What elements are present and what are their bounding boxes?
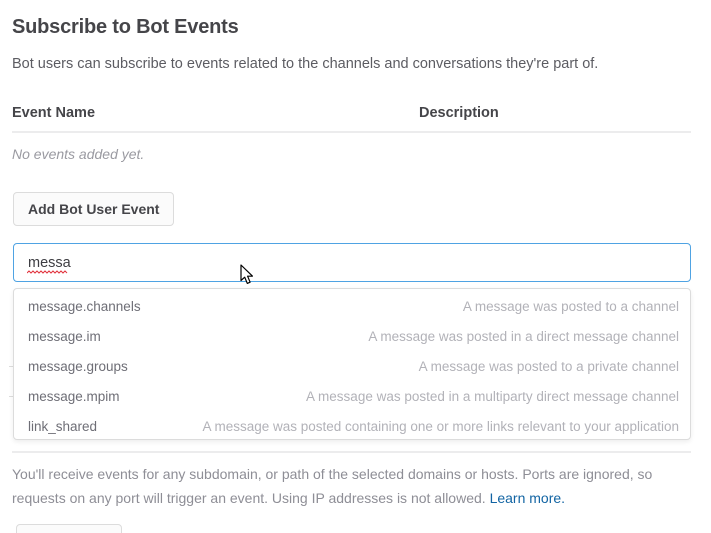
column-header-event-name: Event Name: [12, 105, 96, 121]
help-text-body: You'll receive events for any subdomain,…: [12, 466, 653, 506]
dropdown-item[interactable]: link_shared A message was posted contain…: [14, 411, 690, 439]
dropdown-item[interactable]: message.im A message was posted in a dir…: [14, 321, 690, 351]
page-title: Subscribe to Bot Events: [12, 16, 239, 38]
background-row-tick: [9, 396, 13, 397]
learn-more-link[interactable]: Learn more.: [489, 490, 566, 506]
dropdown-item-name: message.channels: [28, 298, 141, 314]
table-header-divider: [12, 131, 691, 133]
help-text: You'll receive events for any subdomain,…: [12, 462, 684, 510]
page-subtitle: Bot users can subscribe to events relate…: [12, 56, 599, 72]
dropdown-item[interactable]: message.mpim A message was posted in a m…: [14, 381, 690, 411]
dropdown-item[interactable]: message.groups A message was posted to a…: [14, 351, 690, 381]
section-divider: [12, 451, 691, 453]
empty-state-message: No events added yet.: [12, 146, 145, 162]
event-suggestions-dropdown[interactable]: message.channels A message was posted to…: [13, 288, 691, 440]
dropdown-item-name: message.mpim: [28, 388, 120, 404]
dropdown-item-description: A message was posted to a channel: [462, 298, 679, 314]
dropdown-item-name: message.groups: [28, 358, 128, 374]
event-search-field[interactable]: [13, 243, 691, 282]
dropdown-item-description: A message was posted in a direct message…: [368, 328, 679, 344]
search-input[interactable]: [13, 243, 691, 282]
dropdown-item[interactable]: message.channels A message was posted to…: [14, 291, 690, 321]
dropdown-item-description: A message was posted to a private channe…: [418, 358, 679, 374]
dropdown-item-description: A message was posted in a multiparty dir…: [306, 388, 679, 404]
column-header-description: Description: [419, 105, 499, 121]
dropdown-item-description: A message was posted containing one or m…: [202, 418, 679, 434]
dropdown-item-name: link_shared: [28, 418, 98, 434]
dropdown-item-name: message.im: [28, 328, 101, 344]
add-bot-user-event-button[interactable]: Add Bot User Event: [13, 192, 175, 226]
bottom-action-button[interactable]: [16, 524, 122, 533]
background-row-tick: [9, 366, 13, 367]
